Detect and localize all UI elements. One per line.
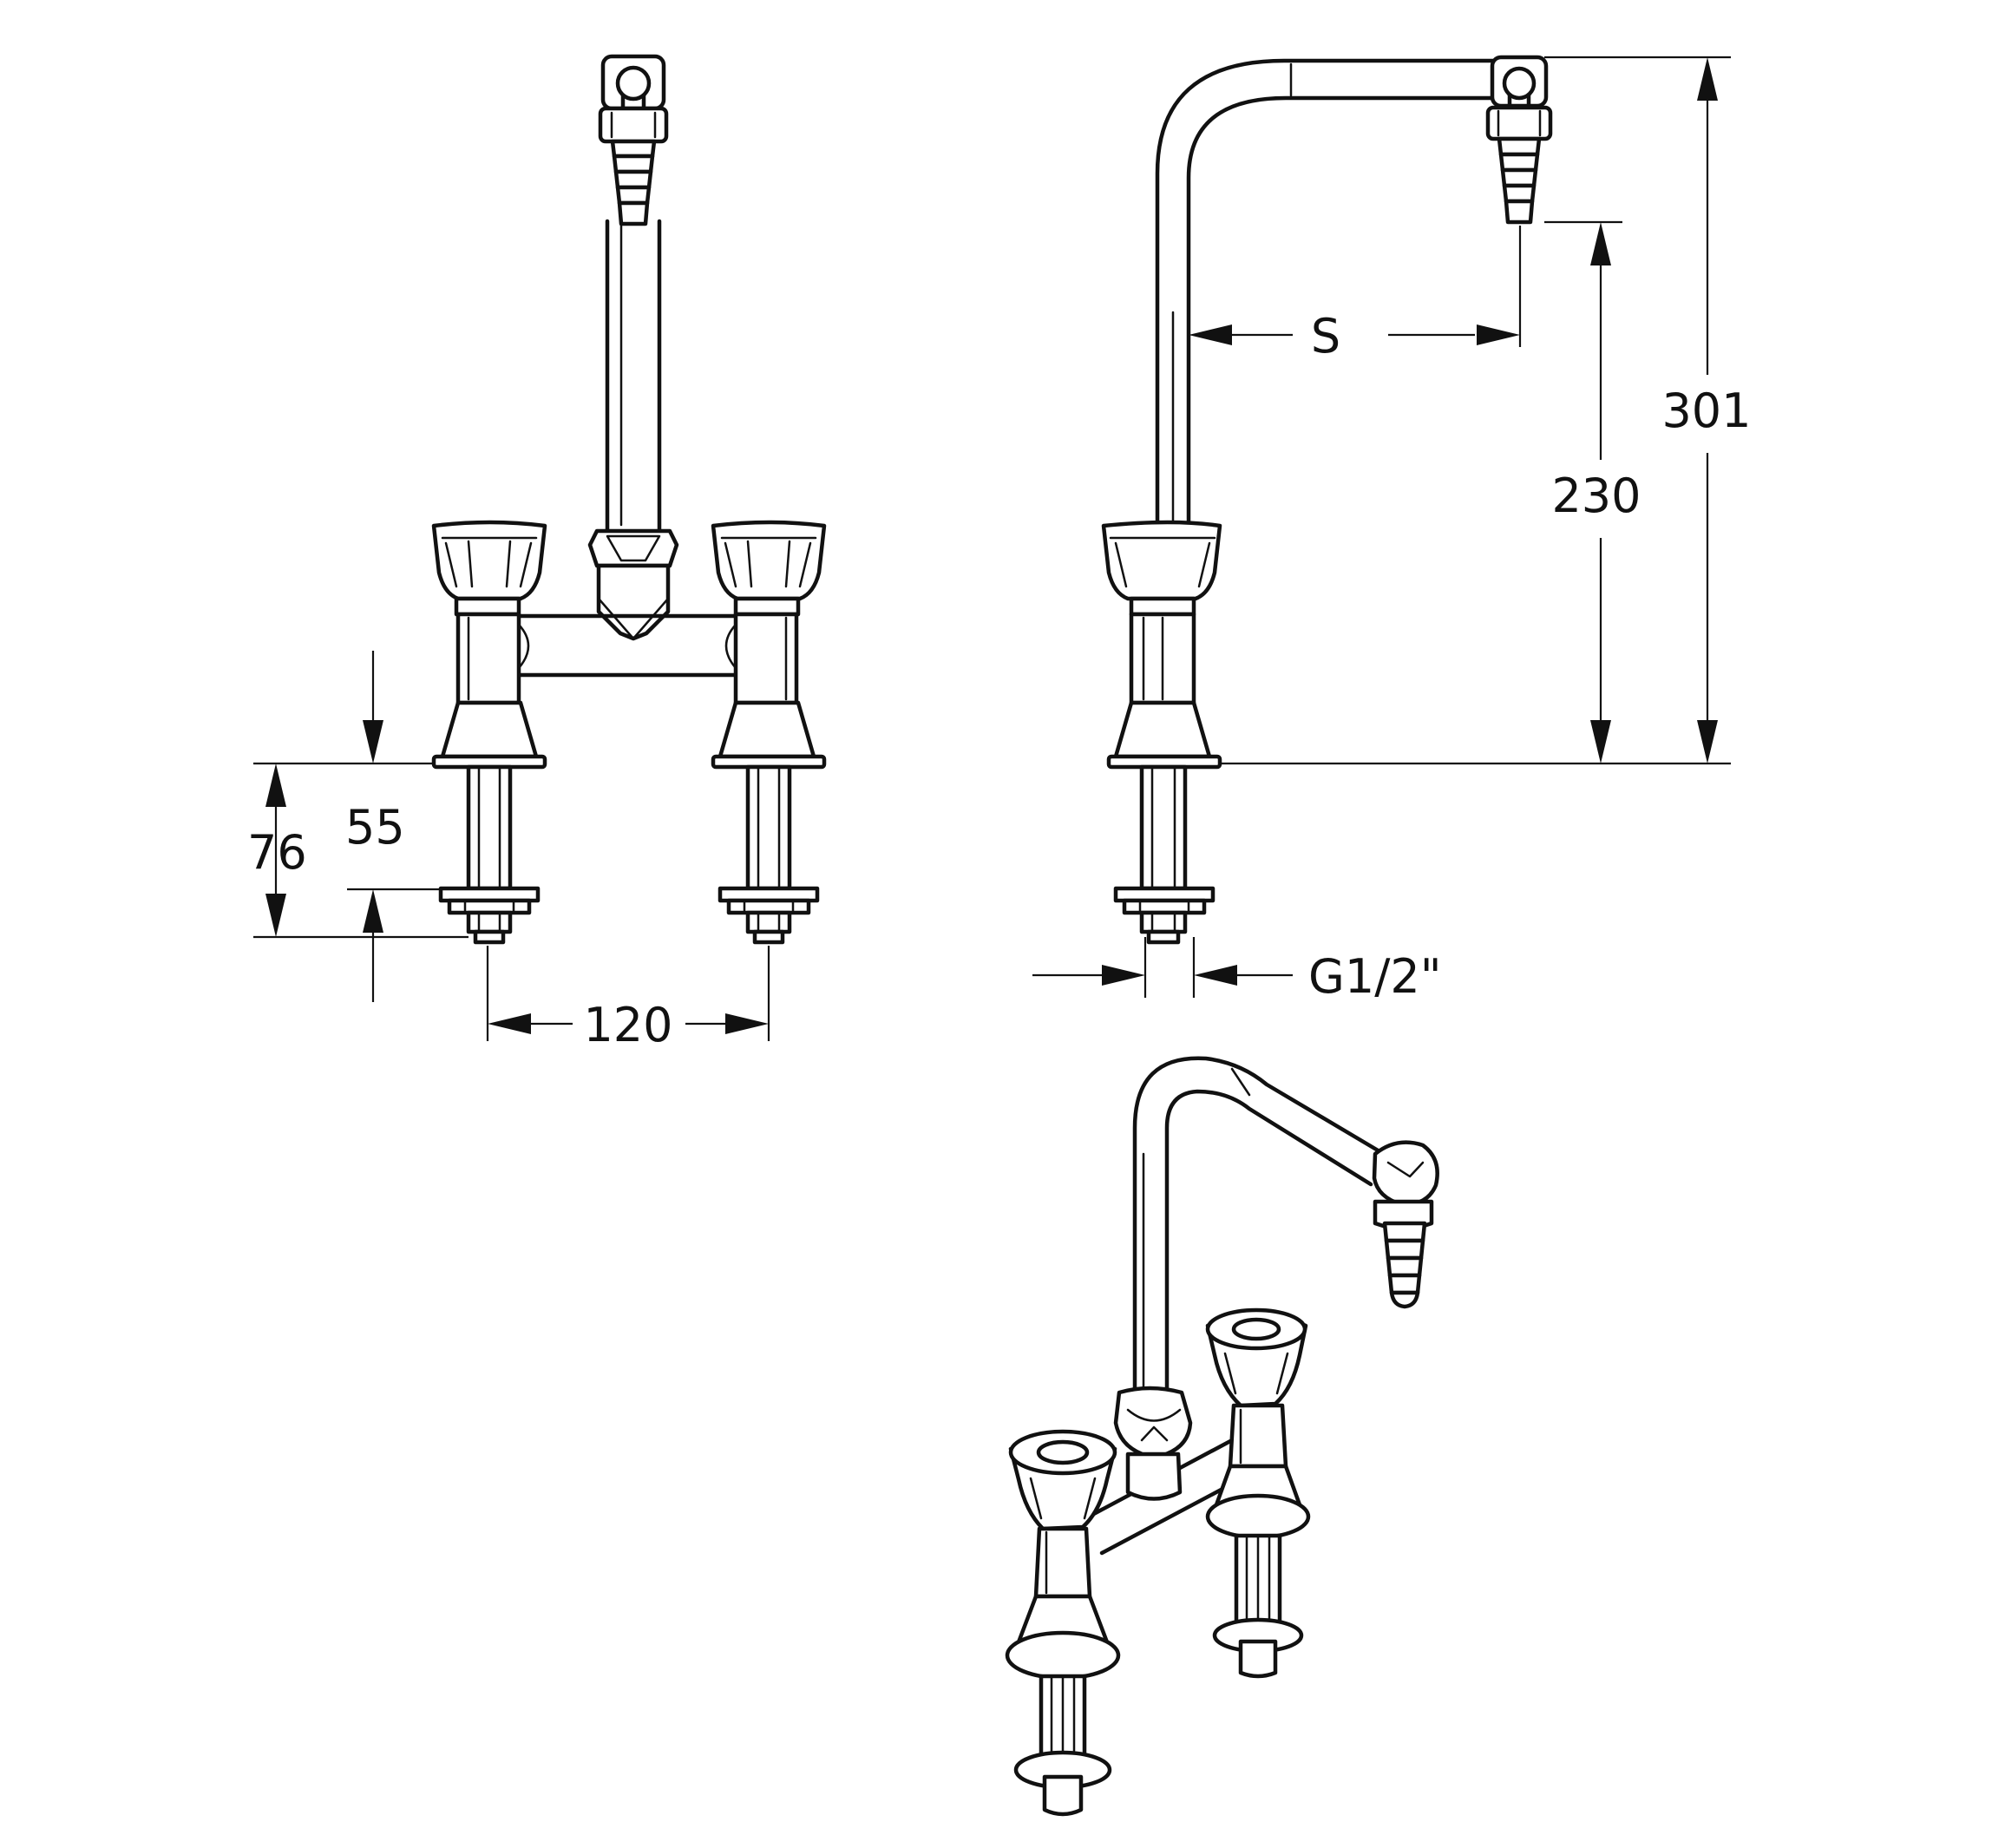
front-left-valve: [431, 520, 547, 945]
side-valve: [1101, 520, 1222, 945]
side-dimensions: S 230 301 G1/2": [1032, 56, 1752, 1004]
iso-spout-base: [1113, 1386, 1193, 1501]
iso-right-valve: [1205, 1307, 1311, 1679]
side-view: [1101, 55, 1553, 945]
front-spout-base: [587, 528, 679, 641]
front-right-valve: [711, 520, 827, 945]
dim-55: 55: [345, 800, 405, 855]
front-nozzle: [598, 54, 669, 226]
front-view: [431, 54, 827, 945]
iso-nozzle: [1372, 1140, 1439, 1309]
dim-120: 120: [583, 998, 672, 1052]
dim-230: 230: [1551, 469, 1641, 523]
dim-g12: G1/2": [1308, 949, 1442, 1004]
dim-301: 301: [1661, 383, 1751, 438]
isometric-view: [1005, 1056, 1439, 1817]
side-nozzle: [1485, 55, 1553, 225]
front-dimensions: 76 55 120: [247, 651, 770, 1052]
dim-76: 76: [247, 825, 307, 880]
iso-left-valve: [1005, 1429, 1121, 1817]
dim-s: S: [1311, 309, 1340, 364]
